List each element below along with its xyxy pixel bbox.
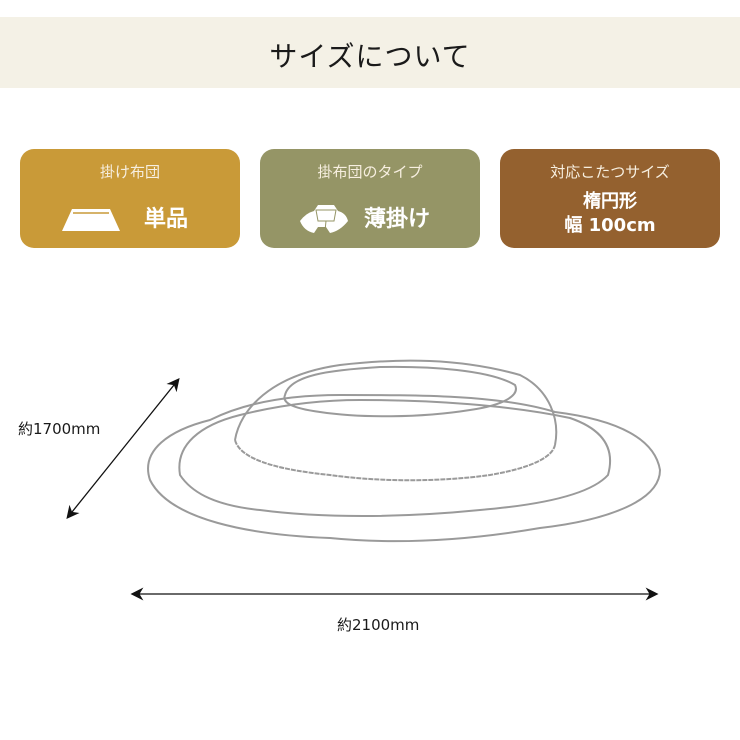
card-futon-type: 掛布団のタイプ 薄掛け bbox=[260, 149, 480, 248]
card-value-shape: 楕円形 bbox=[583, 191, 637, 212]
dome-outline bbox=[234, 359, 558, 446]
width-label: 約2100mm bbox=[337, 616, 420, 634]
card-value: 単品 bbox=[144, 207, 189, 232]
card-value-width: 幅 100cm bbox=[564, 215, 656, 236]
section-header: サイズについて bbox=[0, 17, 740, 88]
page-title: サイズについて bbox=[269, 40, 471, 73]
card-kotatsu-size: 対応こたつサイズ 楕円形 幅 100cm bbox=[500, 149, 720, 248]
tabletop-futon-icon bbox=[62, 209, 120, 231]
card-futon-set: 掛け布団 単品 bbox=[20, 149, 240, 248]
dome-lower-ruffle bbox=[234, 439, 556, 482]
outer-skirt-outline bbox=[147, 393, 662, 543]
thin-futon-icon bbox=[300, 205, 348, 233]
middle-layer-outline bbox=[178, 398, 612, 517]
depth-label: 約1700mm bbox=[18, 420, 101, 438]
card-label: 掛け布団 bbox=[99, 163, 160, 181]
card-label: 掛布団のタイプ bbox=[317, 163, 423, 181]
top-outline bbox=[283, 365, 517, 418]
card-label: 対応こたつサイズ bbox=[550, 163, 670, 181]
card-value: 薄掛け bbox=[364, 207, 431, 232]
depth-arrow bbox=[66, 377, 180, 520]
